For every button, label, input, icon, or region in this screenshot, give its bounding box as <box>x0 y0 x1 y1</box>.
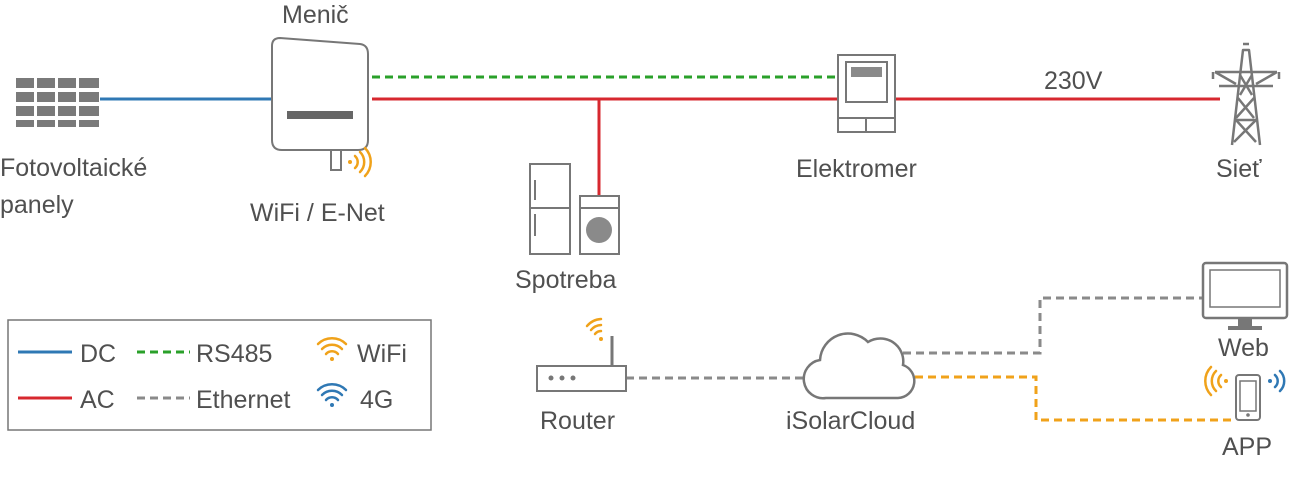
consumption-label: Spotreba <box>515 266 617 294</box>
legend-dc-label: DC <box>80 340 116 368</box>
wifi-icon <box>585 317 603 341</box>
legend-wifi-label: WiFi <box>357 340 407 368</box>
wifi-icon <box>1204 365 1228 397</box>
panels-label-line2: panely <box>0 191 74 219</box>
inverter-label: Menič <box>282 1 349 29</box>
legend-ac-label: AC <box>80 386 115 414</box>
meter-icon <box>837 54 896 133</box>
legend: DC RS485 WiFi AC Ethernet 4G <box>7 319 432 431</box>
voltage-label: 230V <box>1044 67 1103 95</box>
app-label: APP <box>1222 433 1272 461</box>
web-label: Web <box>1218 334 1269 362</box>
wifi-icon <box>348 146 372 178</box>
ethernet-line-web <box>903 296 1203 355</box>
wireless-line-app <box>915 375 1236 422</box>
wifi-icon <box>316 337 348 361</box>
refrigerator-icon <box>529 163 571 255</box>
grid-label: Sieť <box>1216 155 1262 183</box>
inverter-comm-label: WiFi / E-Net <box>250 199 385 227</box>
smartphone-icon <box>1235 374 1261 421</box>
legend-ethernet-label: Ethernet <box>196 386 291 414</box>
legend-rs485-label: RS485 <box>196 340 272 368</box>
legend-4g-label: 4G <box>360 386 393 414</box>
cloud-icon <box>802 332 916 400</box>
4g-icon <box>1268 369 1286 393</box>
pylon-icon <box>1211 42 1281 146</box>
inverter-icon <box>271 36 369 171</box>
legend-box <box>7 319 432 431</box>
meter-label: Elektromer <box>796 155 917 183</box>
monitor-icon <box>1201 261 1289 330</box>
4g-icon <box>316 383 348 407</box>
panels-label-line1: Fotovoltaické <box>0 154 147 182</box>
solar-panel-icon <box>16 78 99 127</box>
router-icon <box>536 336 627 392</box>
washing-machine-icon <box>579 195 620 255</box>
router-label: Router <box>540 407 615 435</box>
cloud-label: iSolarCloud <box>786 407 915 435</box>
